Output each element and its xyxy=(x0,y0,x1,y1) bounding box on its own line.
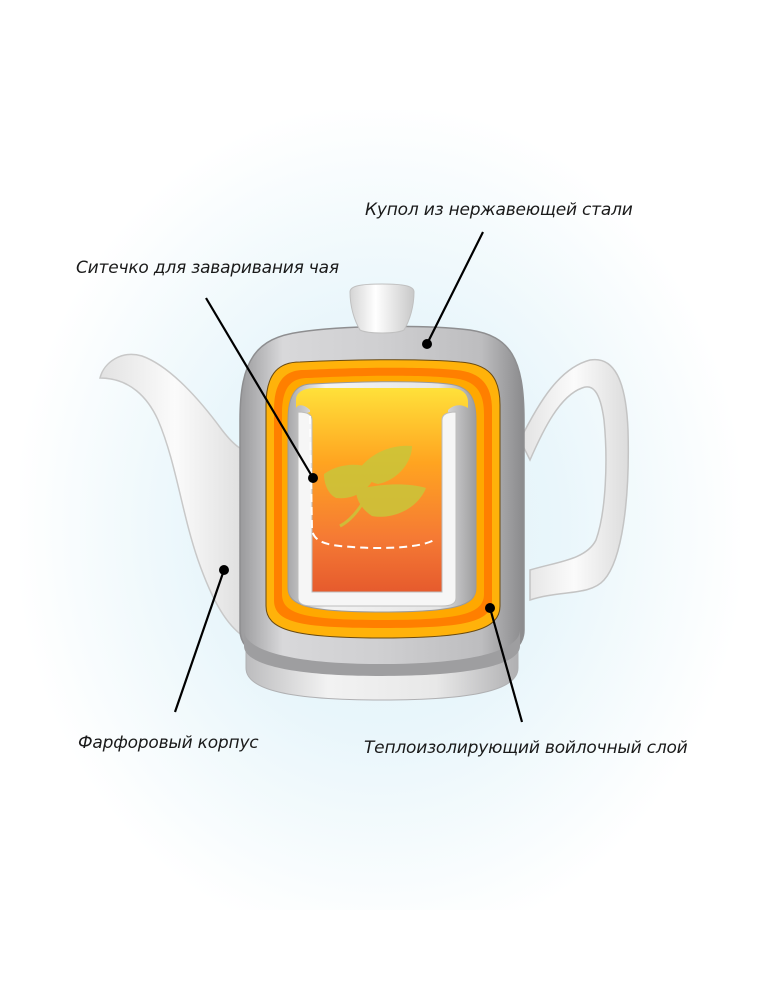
infuser-outline xyxy=(309,415,435,549)
handle xyxy=(519,358,630,602)
leader-infuser xyxy=(205,297,314,479)
leader-lines xyxy=(173,231,524,723)
tea-leaf-icon xyxy=(324,445,426,528)
leader-body xyxy=(173,569,226,713)
dot-infuser xyxy=(308,473,318,483)
label-infuser: Ситечко для заваривания чая xyxy=(76,258,339,278)
spout xyxy=(99,353,251,642)
label-porcelain-body: Фарфоровый корпус xyxy=(78,733,259,753)
label-felt-layer: Теплоизолирующий войлочный слой xyxy=(364,738,688,758)
label-steel-dome: Купол из нержавеющей стали xyxy=(365,200,633,220)
dot-dome xyxy=(422,339,432,349)
leader-dome xyxy=(426,231,484,345)
dot-felt xyxy=(485,603,495,613)
lid-knob xyxy=(349,283,415,334)
leader-felt xyxy=(488,607,524,723)
dot-body xyxy=(219,565,229,575)
